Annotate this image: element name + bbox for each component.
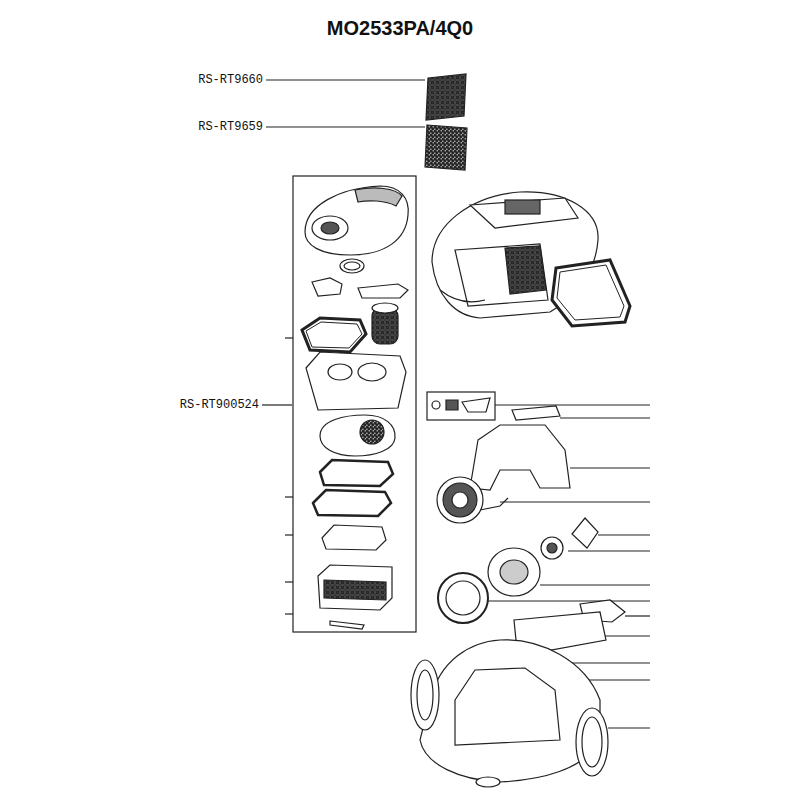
leader-lines [262,80,650,728]
part-number: RS-RT900524 [179,398,260,412]
part-number: RS-RT9659 [197,120,264,134]
group-frame [293,176,416,632]
model-title: MO2533PA/4Q0 [327,16,473,40]
part-number: RS-RT9660 [197,73,264,87]
